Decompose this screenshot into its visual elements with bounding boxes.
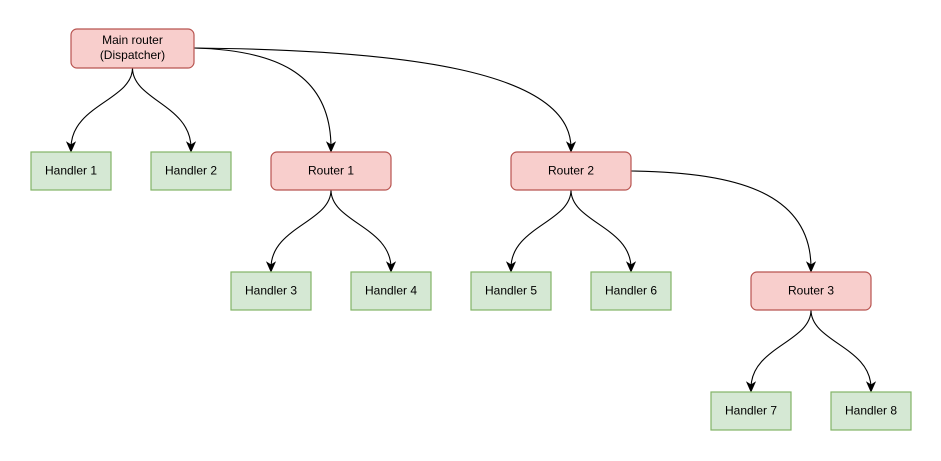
edge-line <box>750 309 812 389</box>
node-box[interactable] <box>30 151 112 191</box>
edge-line <box>270 189 332 269</box>
arrowhead-icon <box>385 261 397 273</box>
node-handler-1[interactable]: Handler 1 <box>30 151 112 191</box>
node-handler-7[interactable]: Handler 7 <box>710 391 792 431</box>
node-box[interactable] <box>590 271 672 311</box>
arrowhead-icon <box>625 261 637 273</box>
node-box[interactable] <box>350 271 432 311</box>
nodes-layer: Main router(Dispatcher) Handler 1 Handler … <box>30 28 912 431</box>
node-router-3[interactable]: Router 3 <box>750 271 872 311</box>
node-main-router[interactable]: Main router(Dispatcher) <box>70 28 195 69</box>
edge-router-2-to-router-3 <box>630 170 817 273</box>
node-handler-3[interactable]: Handler 3 <box>230 271 312 311</box>
arrowhead-icon <box>865 381 877 393</box>
arrowhead-icon <box>185 141 197 153</box>
edge-main-to-router-2 <box>193 47 577 153</box>
edge-main-to-handler-2 <box>131 67 197 153</box>
node-box[interactable] <box>710 391 792 431</box>
edge-line <box>330 189 392 269</box>
arrowhead-icon <box>805 261 817 273</box>
edge-router-1-to-handler-4 <box>330 189 397 273</box>
edge-line <box>193 47 572 149</box>
node-handler-2[interactable]: Handler 2 <box>150 151 232 191</box>
edge-line <box>131 67 192 149</box>
arrowhead-icon <box>745 381 757 393</box>
node-box[interactable] <box>70 28 195 69</box>
arrowhead-icon <box>65 141 77 153</box>
node-box[interactable] <box>150 151 232 191</box>
node-handler-8[interactable]: Handler 8 <box>830 391 912 431</box>
node-handler-6[interactable]: Handler 6 <box>590 271 672 311</box>
node-box[interactable] <box>750 271 872 311</box>
edge-router-2-to-handler-6 <box>570 189 637 273</box>
node-handler-5[interactable]: Handler 5 <box>470 271 552 311</box>
edge-line <box>70 67 134 149</box>
edge-line <box>630 170 812 269</box>
edge-main-to-handler-1 <box>65 67 134 153</box>
edge-main-to-router-1 <box>193 47 337 153</box>
node-box[interactable] <box>270 151 392 191</box>
node-handler-4[interactable]: Handler 4 <box>350 271 432 311</box>
node-box[interactable] <box>510 151 632 191</box>
arrowhead-icon <box>325 141 337 153</box>
arrowhead-icon <box>565 141 577 153</box>
edge-router-3-to-handler-7 <box>745 309 812 393</box>
node-box[interactable] <box>830 391 912 431</box>
edge-router-2-to-handler-5 <box>505 189 572 273</box>
edge-line <box>193 47 332 149</box>
node-box[interactable] <box>230 271 312 311</box>
edges-layer <box>65 47 877 393</box>
edge-line <box>810 309 872 389</box>
node-router-1[interactable]: Router 1 <box>270 151 392 191</box>
edge-line <box>570 189 632 269</box>
edge-line <box>510 189 572 269</box>
node-box[interactable] <box>470 271 552 311</box>
arrowhead-icon <box>505 261 517 273</box>
edge-router-1-to-handler-3 <box>265 189 332 273</box>
node-router-2[interactable]: Router 2 <box>510 151 632 191</box>
edge-router-3-to-handler-8 <box>810 309 877 393</box>
arrowhead-icon <box>265 261 277 273</box>
